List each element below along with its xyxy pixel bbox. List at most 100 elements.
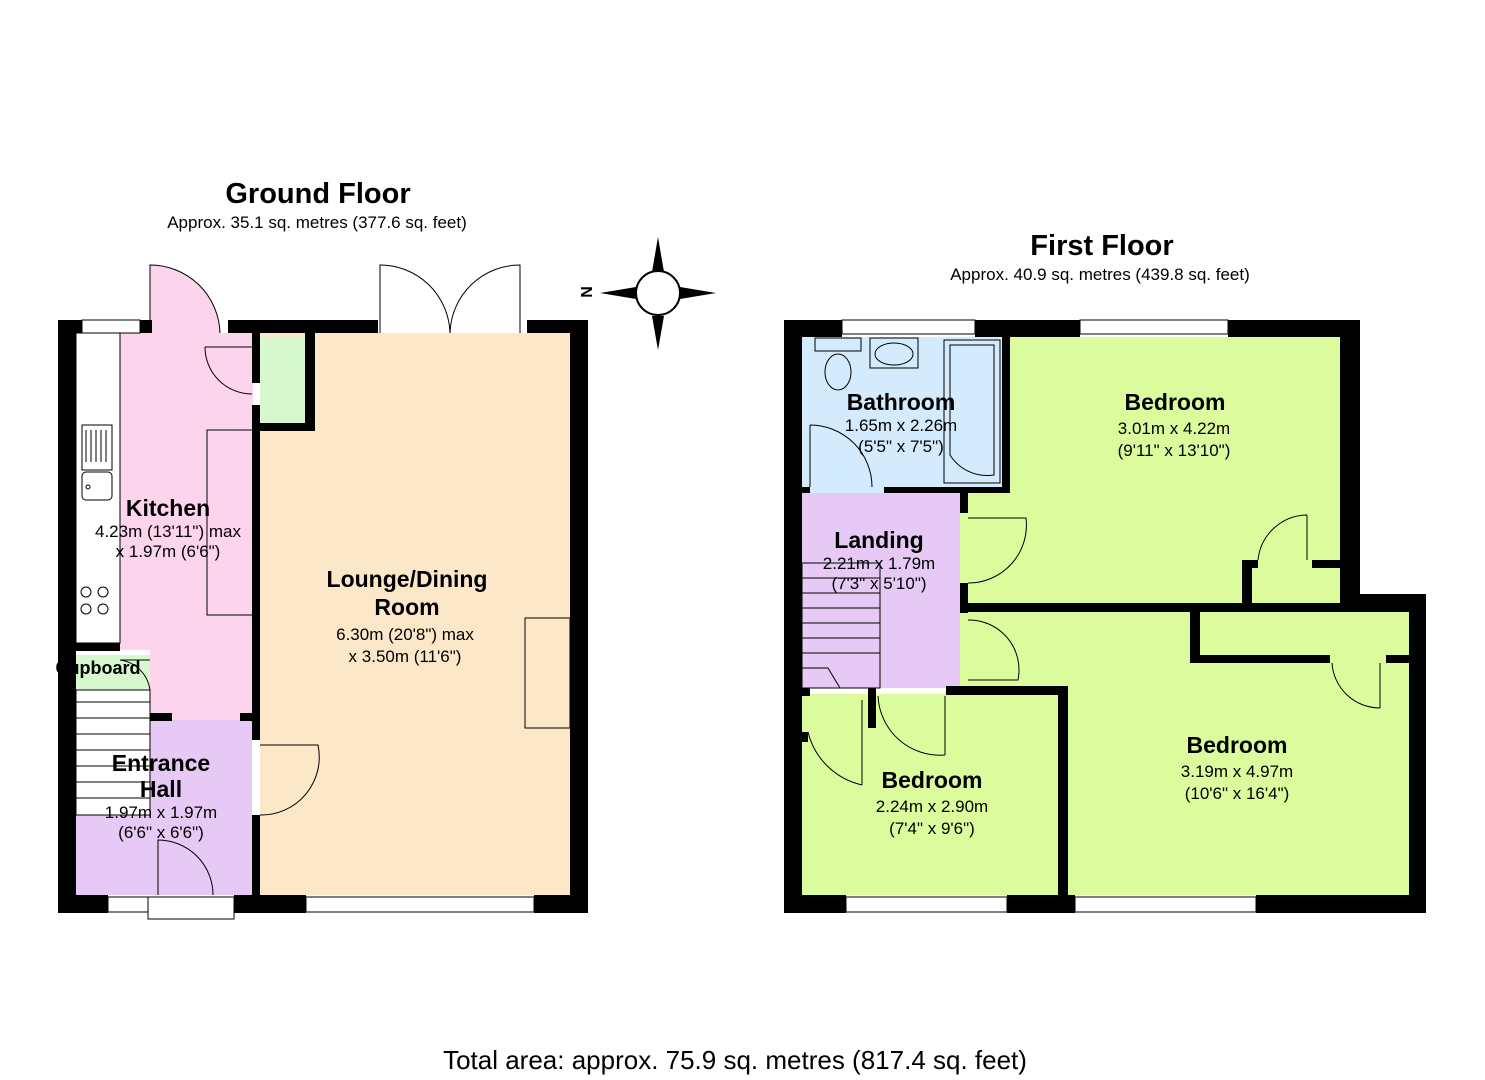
kitchen-name: Kitchen xyxy=(126,495,210,521)
ff-wall-right-upper xyxy=(1340,320,1360,606)
room-label-bedroom-large: Bedroom 3.19m x 4.97m (10'6" x 16'4") xyxy=(1181,732,1293,803)
bathroom-fill xyxy=(802,337,1002,493)
ff-wall-right-step xyxy=(1340,594,1426,612)
landing-right-fill xyxy=(960,493,1010,607)
ff-wall-wardrobe-b xyxy=(1242,560,1258,568)
kitchen-dim1: 4.23m (13'11") max xyxy=(95,522,241,541)
gf-window-hall xyxy=(107,896,149,913)
ff-window-bedroom-large xyxy=(1074,896,1257,913)
ff-door-bedroom-large xyxy=(967,619,1020,681)
ff-wall-bottom-c xyxy=(1256,895,1426,913)
ground-stairs xyxy=(75,689,151,816)
landing-name: Landing xyxy=(834,527,923,553)
cupboard-fill xyxy=(76,655,150,690)
ff-wall-wardrobe-a xyxy=(1242,560,1252,610)
ff-window-bedroom-rear xyxy=(1079,319,1229,335)
ff-wall-bath-bottom-l xyxy=(802,487,810,493)
landing-dim1: 2.21m x 1.79m xyxy=(823,554,935,573)
ground-floor-area: Approx. 35.1 sq. metres (377.6 sq. feet) xyxy=(167,213,467,232)
bedroom-large-dim1: 3.19m x 4.97m xyxy=(1181,762,1293,781)
room-label-kitchen: Kitchen 4.23m (13'11") max x 1.97m (6'6"… xyxy=(95,495,241,561)
sink-icon xyxy=(81,424,113,501)
toilet-icon xyxy=(814,337,862,391)
gf-wall-partition-2 xyxy=(252,405,260,740)
gf-french-door-right xyxy=(449,264,521,334)
ff-wall-bath-right xyxy=(1002,337,1010,487)
ff-door-wardrobe-rear xyxy=(1257,514,1308,561)
bedroom-rear-dim2: (9'11" x 13'10") xyxy=(1118,441,1231,460)
hall-dim2: (6'6" x 6'6") xyxy=(118,823,204,842)
kitchen-worktop xyxy=(75,332,121,644)
gf-wall-top-kitchen xyxy=(140,320,152,333)
ff-wall-right-lower xyxy=(1409,594,1426,913)
bedroom-small-dim1: 2.24m x 2.90m xyxy=(876,797,988,816)
gf-wall-top-right xyxy=(527,320,588,333)
lounge-dim1: 6.30m (20'8") max xyxy=(336,625,474,644)
room-label-bedroom-rear: Bedroom 3.01m x 4.22m (9'11" x 13'10") xyxy=(1118,389,1231,460)
room-label-lounge: Lounge/Dining Room 6.30m (20'8") max x 3… xyxy=(327,566,488,666)
gf-wall-hall-a xyxy=(150,713,172,721)
ff-window-bathroom xyxy=(841,319,976,335)
ff-wall-bath-bottom xyxy=(884,487,1010,493)
hall-dim1: 1.97m x 1.97m xyxy=(105,803,217,822)
gf-wall-right xyxy=(570,320,588,913)
ff-wall-top-c xyxy=(1228,320,1360,337)
kitchen-dim2: x 1.97m (6'6") xyxy=(116,542,221,561)
ff-wall-wardrobe2-c xyxy=(1386,655,1410,663)
first-floor-area: Approx. 40.9 sq. metres (439.8 sq. feet) xyxy=(950,265,1250,284)
ff-wall-wardrobe2-a xyxy=(1190,612,1200,662)
ff-door-bedroom-rear xyxy=(967,517,1027,584)
ff-wall-stair-post xyxy=(868,688,876,728)
gf-wall-partition xyxy=(252,333,260,383)
ff-wall-wardrobe-c xyxy=(1312,560,1342,568)
gf-wall-top-mid xyxy=(228,320,378,333)
bedroom-large-name: Bedroom xyxy=(1187,732,1288,758)
lounge-dim2: x 3.50m (11'6") xyxy=(349,647,462,666)
gf-door-cupboard xyxy=(119,659,151,691)
room-label-bathroom: Bathroom 1.65m x 2.26m (5'5" x 7'5") xyxy=(845,389,957,456)
gf-wall-bottom-left xyxy=(58,895,108,913)
room-label-bedroom-small: Bedroom 2.24m x 2.90m (7'4" x 9'6") xyxy=(876,767,988,838)
gf-wall-hall-b xyxy=(240,713,252,721)
ground-floor: Ground Floor Approx. 35.1 sq. metres (37… xyxy=(56,178,588,920)
compass-rose-icon: N xyxy=(579,237,716,350)
bedroom-large-fill xyxy=(960,612,1410,895)
gf-wall-top-left xyxy=(58,320,82,333)
gf-wall-kitchen-hall xyxy=(76,643,120,651)
ff-door-bathroom xyxy=(809,424,873,488)
compass-north-label: N xyxy=(579,286,596,298)
ff-door-bedroom-small xyxy=(877,695,946,756)
ff-wall-left xyxy=(784,320,802,913)
hob-icon xyxy=(80,586,109,615)
ff-wall-small-top-l xyxy=(802,688,810,696)
first-floor-title: First Floor xyxy=(1030,230,1173,262)
gf-door-lounge xyxy=(259,744,320,816)
gf-window-lounge xyxy=(305,896,535,913)
gf-wall-bottom-mid xyxy=(234,895,306,913)
basin-icon xyxy=(869,337,919,369)
bedroom-small-dim2: (7'4" x 9'6") xyxy=(889,819,975,838)
room-label-landing: Landing 2.21m x 1.79m (7'3" x 5'10") xyxy=(823,527,935,593)
gf-door-front xyxy=(157,839,214,896)
landing-dim2: (7'3" x 5'10") xyxy=(831,574,926,593)
ff-door-wardrobe-large xyxy=(1331,662,1381,709)
ff-wall-landing-right-b xyxy=(960,583,968,613)
ff-wall-mid-horizontal xyxy=(960,603,1250,612)
gf-window-kitchen xyxy=(81,319,141,334)
ff-wall-top-a xyxy=(784,320,842,337)
total-area: Total area: approx. 75.9 sq. metres (817… xyxy=(443,1045,1027,1075)
bathroom-dim2: (5'5" x 7'5") xyxy=(858,437,944,456)
ff-wall-small-right xyxy=(1058,686,1068,895)
hall-name1: Entrance xyxy=(112,750,210,776)
gf-door-kitchen-back xyxy=(149,264,221,334)
bedroom-rear-dim1: 3.01m x 4.22m xyxy=(1118,419,1230,438)
bath-icon xyxy=(943,339,1001,484)
ff-wall-small-top xyxy=(946,686,1068,695)
bedroom-rear-name: Bedroom xyxy=(1125,389,1226,415)
first-floor: First Floor Approx. 40.9 sq. metres (439… xyxy=(784,230,1426,913)
gf-front-door xyxy=(147,896,235,920)
landing-fill xyxy=(802,493,960,688)
gf-cupboard-wall-b xyxy=(260,423,315,431)
ff-wall-small-left-stub xyxy=(802,732,808,742)
bedroom-rear-fill xyxy=(1010,337,1340,607)
